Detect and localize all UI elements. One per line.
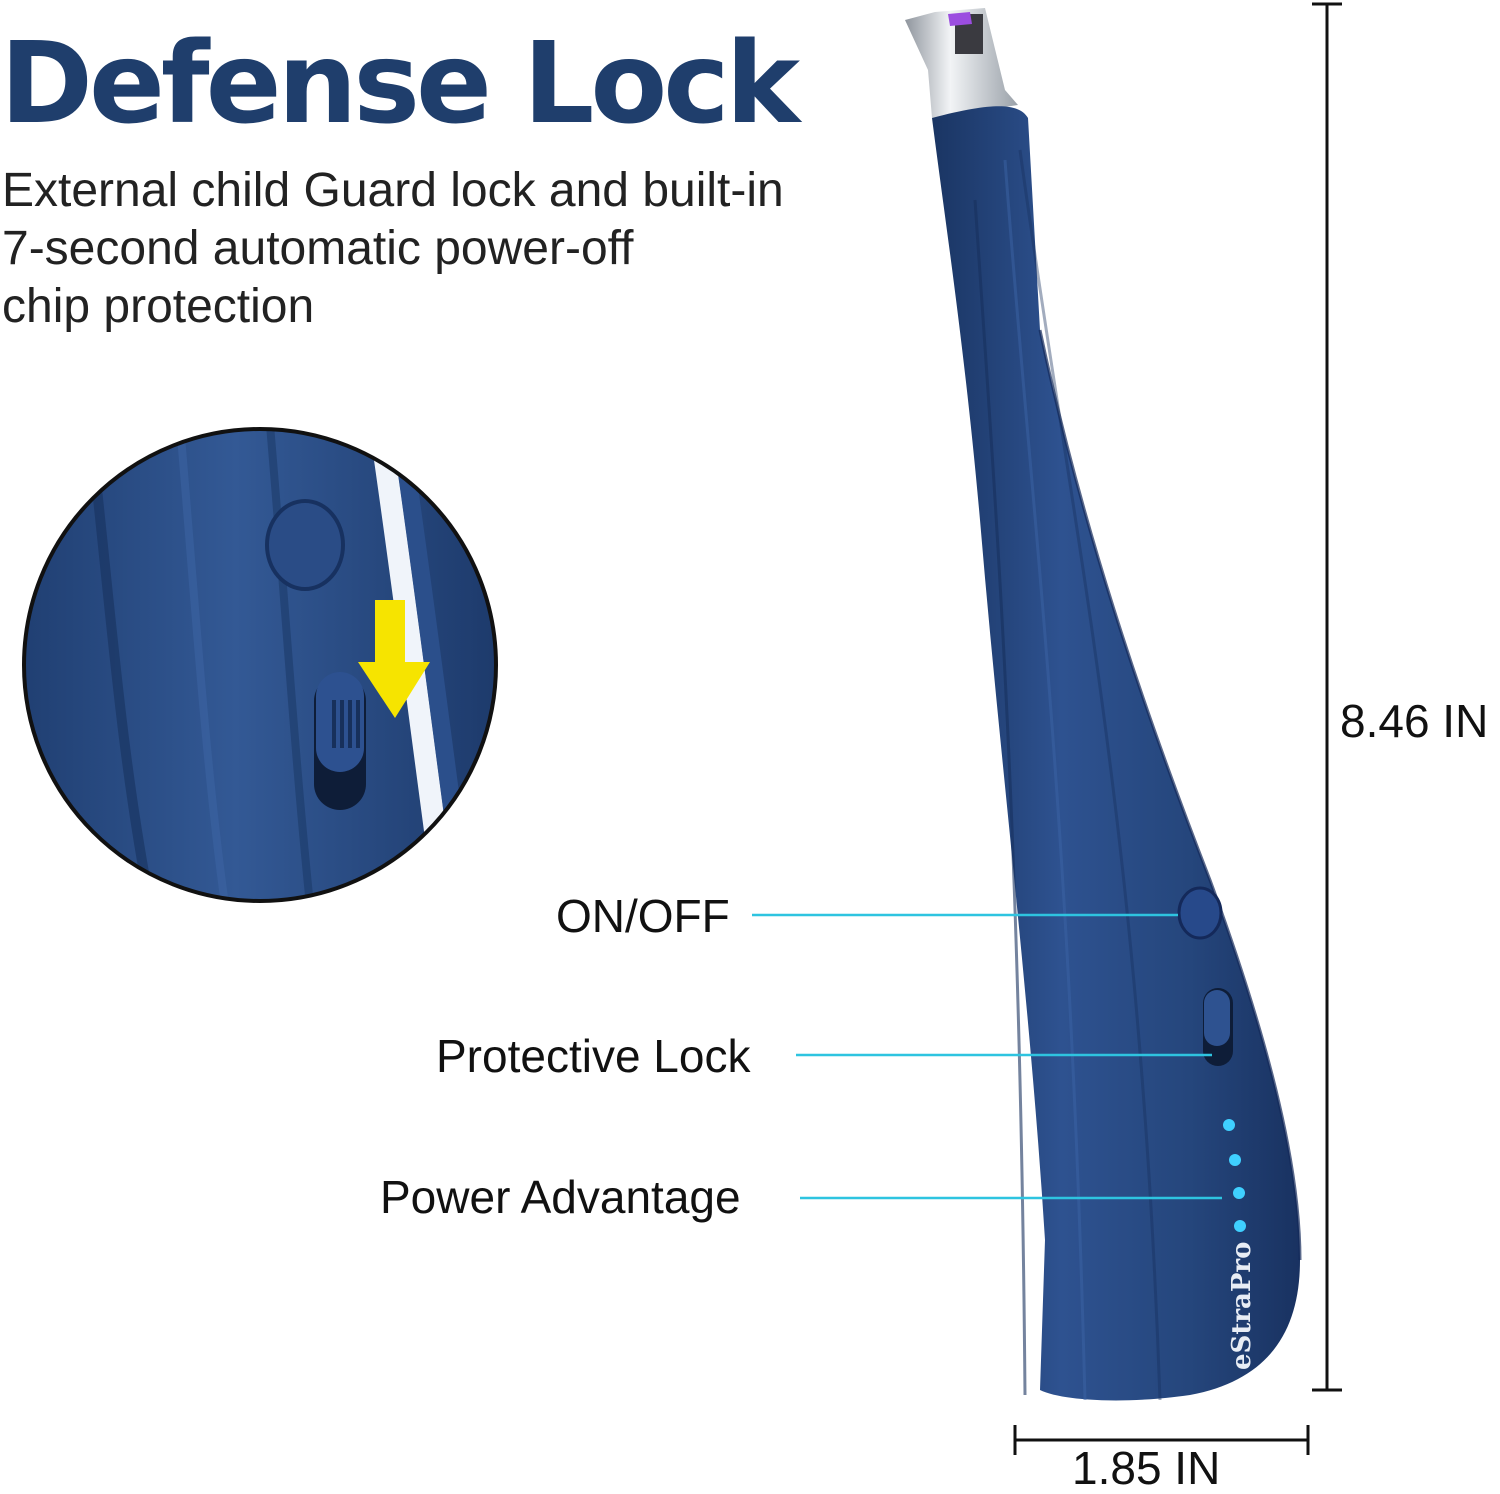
led-indicator-icon: [1233, 1187, 1245, 1199]
description-line-3: chip protection: [2, 280, 315, 333]
lock-zoom-circle: [22, 427, 498, 903]
headline: Defense Lock: [0, 19, 800, 149]
width-dimension-line: [1013, 1425, 1310, 1455]
arrow-down-icon: [358, 600, 430, 718]
power-button-icon: [1177, 886, 1223, 940]
height-label: 8.46 IN: [1340, 695, 1489, 747]
led-indicator-icon: [1229, 1154, 1241, 1166]
description-line-1: External child Guard lock and built-in: [2, 164, 784, 217]
brand-logo: eStraPro: [1227, 1242, 1257, 1370]
lighter-body: eStraPro: [905, 8, 1302, 1401]
metal-tip: [905, 8, 1018, 118]
zoom-power-button-icon: [265, 499, 345, 591]
led-indicator-icon: [1223, 1119, 1235, 1131]
description: External child Guard lock and built-in 7…: [2, 162, 902, 336]
label-on-off: ON/OFF: [556, 890, 730, 942]
height-dimension-line: [1312, 2, 1342, 1392]
label-power-advantage: Power Advantage: [380, 1171, 741, 1223]
description-line-2: 7-second automatic power-off: [2, 222, 634, 275]
led-indicator-icon: [1234, 1220, 1246, 1232]
label-protective-lock: Protective Lock: [436, 1030, 751, 1082]
width-label: 1.85 IN: [1072, 1442, 1221, 1494]
